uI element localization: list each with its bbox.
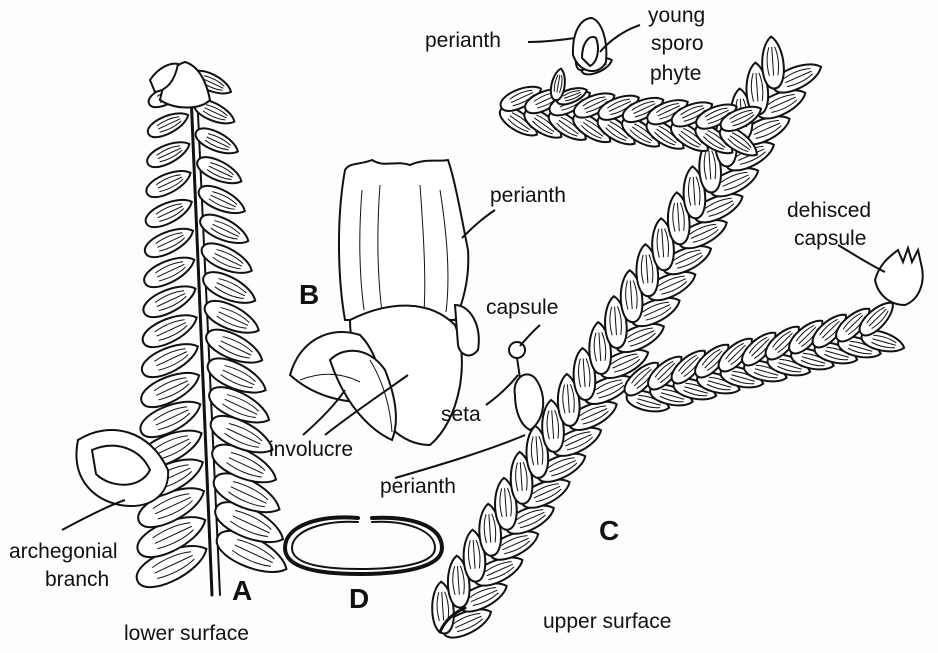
figure-label-D: D	[349, 583, 369, 614]
leaf-shape	[142, 193, 196, 232]
leader-archegonial-branch	[62, 500, 125, 530]
figure-label-A: A	[232, 575, 252, 606]
label-capsule: capsule	[486, 296, 558, 319]
leaf-shape	[145, 107, 192, 141]
figure-label-B: B	[299, 279, 319, 310]
label-lower-surface: lower surface	[124, 622, 249, 645]
figure-label-C: C	[599, 515, 619, 546]
label-perianth-B: perianth	[490, 184, 566, 207]
leaf-shape	[143, 164, 195, 202]
leader-seta	[486, 375, 518, 405]
label-upper-surface: upper surface	[543, 610, 671, 633]
leader-perianth-top	[528, 38, 575, 42]
label-perianth-top: perianth	[425, 29, 501, 52]
section-D-drawing	[285, 517, 442, 574]
label-involucre: involucre	[269, 438, 353, 461]
label-seta: seta	[441, 403, 481, 426]
leader-capsule	[520, 325, 540, 346]
leaf-shape	[141, 221, 197, 262]
leader-perianth-B	[462, 210, 495, 238]
label-archegonial: archegonial	[9, 540, 118, 563]
shoot-C-drawing	[430, 18, 922, 643]
label-perianth-C: perianth	[380, 475, 456, 498]
label-dehisced: dehisced	[787, 199, 871, 222]
label-phyte: phyte	[650, 62, 701, 85]
label-capsule-dehisced: capsule	[794, 227, 866, 250]
label-branch: branch	[45, 568, 109, 591]
shoot-A-drawing	[76, 62, 292, 595]
leaf-shape	[144, 136, 193, 172]
label-young: young	[648, 4, 705, 27]
label-sporo: sporo	[651, 32, 704, 55]
